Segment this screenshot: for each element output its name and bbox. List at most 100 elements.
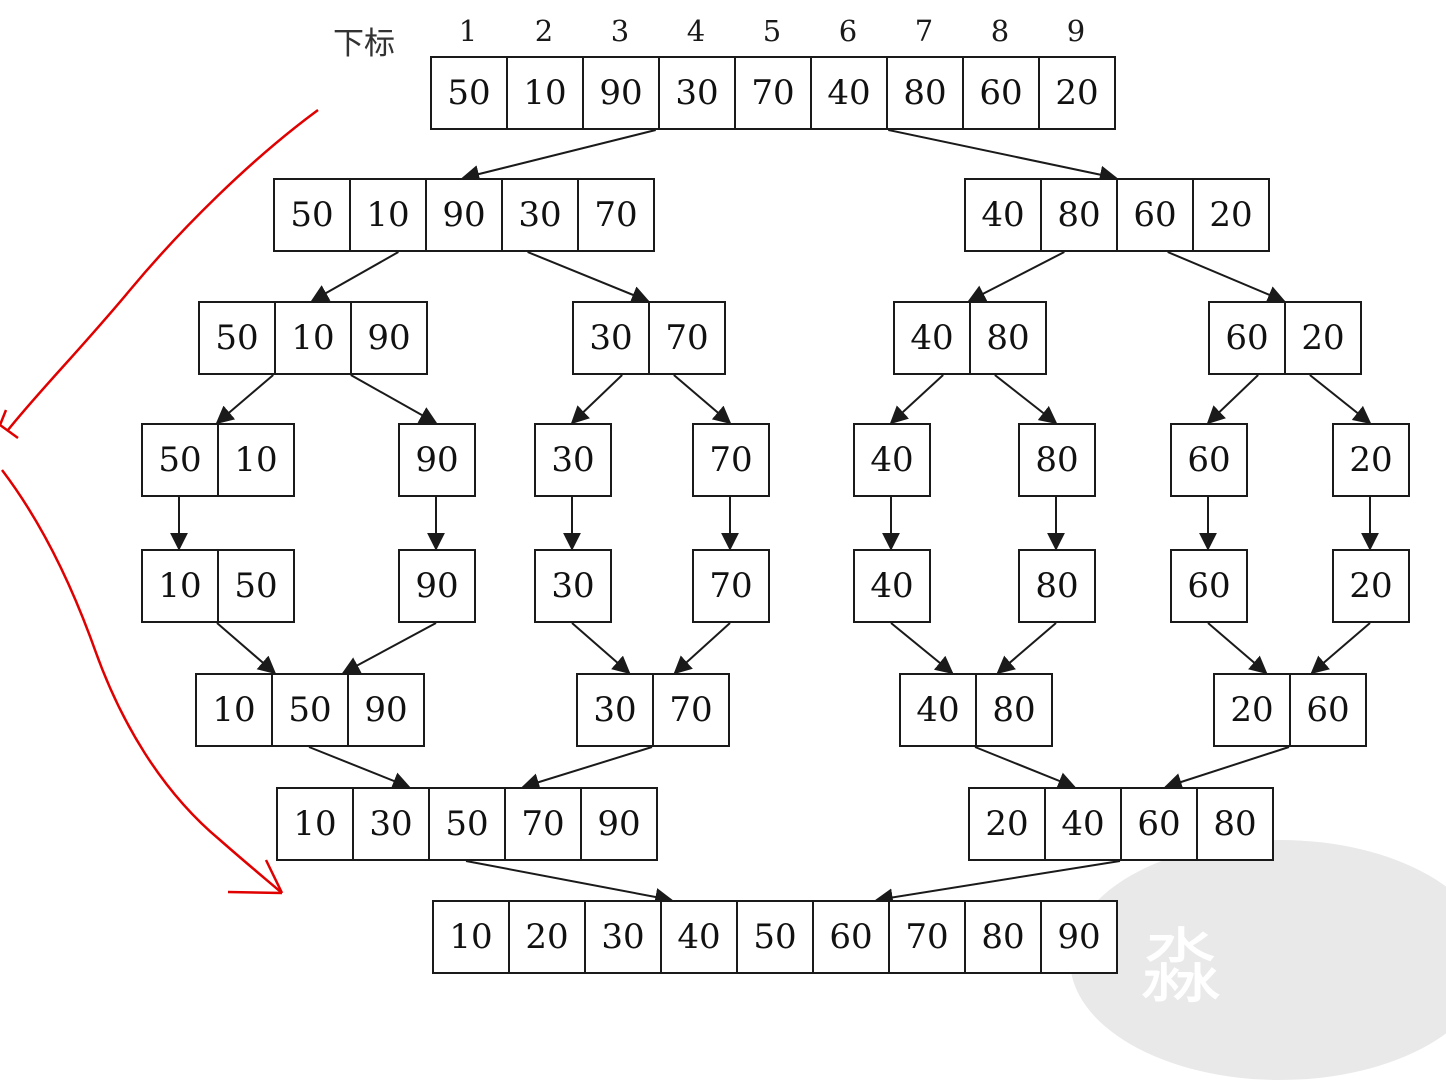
cell-split-1-g2-4: 20 [1192,178,1270,252]
cell-merge-1-g4-2: 60 [1289,673,1367,747]
cell-merge-2-g1-2: 30 [352,787,430,861]
arrow-split-3-7 [1206,374,1259,425]
red-annotation-arrows [0,108,319,895]
arrow-split-2-3 [967,251,1065,302]
red-arrow-up-curve [7,108,319,431]
index-8: 8 [990,14,1010,48]
cell-split-2-g3-1: 40 [893,301,971,375]
cell-split-1-g2-3: 60 [1116,178,1194,252]
cell-merge-2-g1-1: 10 [276,787,354,861]
cell-merge-1-g2-2: 70 [652,673,730,747]
cell-split-2-g1-3: 90 [350,301,428,375]
cell-split-2-g1-2: 10 [274,301,352,375]
cell-input-g1-8: 60 [962,56,1040,130]
cell-sorted-pairs-g7-1: 60 [1170,549,1248,623]
index-6: 6 [838,14,858,48]
cell-sorted-pairs-g5-1: 40 [853,549,931,623]
arrow-split-2-4 [1167,251,1286,304]
cell-merge-1-g1-2: 50 [271,673,349,747]
cell-merge-1-g2-1: 30 [576,673,654,747]
cell-sorted-pairs-g1-2: 50 [217,549,295,623]
arrow-split-3-8 [1309,374,1372,425]
cell-split-1-g1-3: 90 [425,178,503,252]
arrow-merge-5-5 [890,622,954,675]
arrow-merge-7-2 [874,860,1121,907]
index-label: 下标 [333,26,395,62]
cell-result-g1-1: 10 [432,900,510,974]
cell-merge-2-g1-3: 50 [428,787,506,861]
cell-result-g1-3: 30 [584,900,662,974]
cell-merge-1-g4-1: 20 [1213,673,1291,747]
arrow-merge-5-2 [341,622,437,674]
arrow-merge-6-1 [308,746,411,790]
cell-result-g1-9: 90 [1040,900,1118,974]
index-5: 5 [762,14,782,48]
cell-input-g1-3: 90 [582,56,660,130]
cell-split-1-g1-4: 30 [501,178,579,252]
index-1: 1 [458,14,478,48]
cell-sorted-pairs-g8-1: 20 [1332,549,1410,623]
cell-split-2-g4-2: 20 [1284,301,1362,375]
cell-merge-1-g3-2: 80 [975,673,1053,747]
cell-split-2-g2-1: 30 [572,301,650,375]
connector-layer [0,108,1379,907]
cell-split-1-g1-5: 70 [577,178,655,252]
cell-merge-2-g2-1: 20 [968,787,1046,861]
cell-input-g1-4: 30 [658,56,736,130]
cell-split-2-g3-2: 80 [969,301,1047,375]
cell-input-g1-5: 70 [734,56,812,130]
cell-merge-1-g3-1: 40 [899,673,977,747]
arrow-merge-5-4 [673,622,731,675]
arrow-split-3-3 [570,374,623,425]
cell-input-g1-2: 10 [506,56,584,130]
cell-split-3-g3-1: 30 [534,423,612,497]
cell-split-3-g8-1: 20 [1332,423,1410,497]
cell-input-g1-6: 40 [810,56,888,130]
cell-split-2-g1-1: 50 [198,301,276,375]
index-3: 3 [610,14,630,48]
cell-sorted-pairs-g6-1: 80 [1018,549,1096,623]
cell-split-1-g2-2: 80 [1040,178,1118,252]
arrow-split-3-6 [994,374,1058,425]
cell-split-3-g6-1: 80 [1018,423,1096,497]
cell-split-1-g2-1: 40 [964,178,1042,252]
cell-split-2-g2-2: 70 [648,301,726,375]
arrow-merge-7-1 [465,860,674,906]
arrow-merge-6-3 [974,746,1077,790]
cell-merge-2-g2-3: 60 [1120,787,1198,861]
cell-merge-2-g1-5: 90 [580,787,658,861]
arrow-merge-5-3 [571,622,631,675]
cell-split-1-g1-1: 50 [273,178,351,252]
index-2: 2 [534,14,554,48]
cell-split-3-g7-1: 60 [1170,423,1248,497]
arrow-merge-5-7 [1207,622,1268,675]
arrow-group [170,129,1379,907]
cell-split-3-g2-1: 90 [398,423,476,497]
index-7: 7 [914,14,934,48]
arrow-split-3-1 [215,374,274,425]
cell-result-g1-2: 20 [508,900,586,974]
arrow-split-1-1 [461,129,656,183]
cell-sorted-pairs-g4-1: 70 [692,549,770,623]
cell-sorted-pairs-g1-1: 10 [141,549,219,623]
red-arrow-up-head [0,409,19,440]
cell-merge-1-g1-1: 10 [195,673,273,747]
arrow-split-3-2 [350,374,438,424]
cell-merge-2-g2-2: 40 [1044,787,1122,861]
cell-result-g1-5: 50 [736,900,814,974]
cell-merge-2-g2-4: 80 [1196,787,1274,861]
arrow-merge-6-2 [521,746,653,791]
cell-sorted-pairs-g3-1: 30 [534,549,612,623]
arrow-split-2-1 [310,251,399,302]
red-arrow-down-head [227,859,284,895]
arrow-split-3-5 [889,374,944,425]
cell-input-g1-1: 50 [430,56,508,130]
cell-split-3-g5-1: 40 [853,423,931,497]
index-9: 9 [1066,14,1086,48]
cell-split-2-g4-1: 60 [1208,301,1286,375]
cell-split-3-g1-2: 10 [217,423,295,497]
arrow-merge-5-6 [996,622,1057,675]
arrow-split-1-2 [888,129,1118,184]
cell-split-1-g1-2: 10 [349,178,427,252]
